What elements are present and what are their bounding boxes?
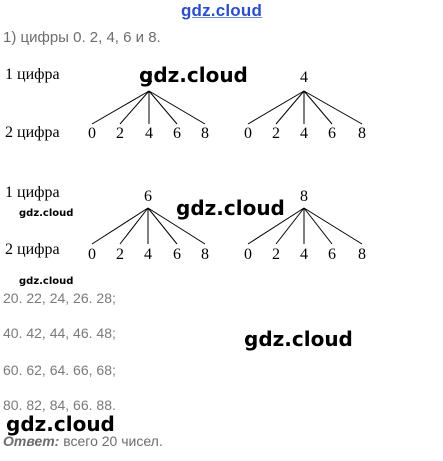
answer-line: Ответ: всего 20 чисел. bbox=[3, 433, 163, 449]
watermark-logo-small: gdz.cloud bbox=[19, 276, 74, 287]
tree-leaf-digit: 6 bbox=[328, 125, 336, 142]
tree-leaf-digit: 4 bbox=[144, 246, 152, 263]
second-digit-label-top: 2 цифра bbox=[5, 124, 60, 141]
tree-branch bbox=[91, 90, 150, 125]
first-digit-label-top: 1 цифра bbox=[5, 66, 60, 83]
tree-leaf-digit: 0 bbox=[88, 125, 96, 142]
tree-branch bbox=[303, 90, 333, 125]
tree-branch bbox=[148, 90, 206, 125]
tree-root-4: 4 0 2 4 6 8 bbox=[244, 69, 366, 142]
tree-root-digit: 8 bbox=[300, 188, 308, 205]
second-digit-label-bottom: 2 цифра bbox=[5, 241, 60, 258]
tree-branch bbox=[275, 207, 305, 245]
answer-label: Ответ: bbox=[3, 433, 60, 449]
tree-branch bbox=[247, 207, 305, 245]
tree-leaf-digit: 6 bbox=[173, 125, 181, 142]
tree-leaf-digit: 6 bbox=[328, 246, 336, 263]
first-digit-label-bottom: 1 цифра bbox=[5, 184, 60, 201]
tree-root-6: 6 0 2 4 6 8 bbox=[88, 188, 209, 263]
tree-leaf-digit: 4 bbox=[300, 125, 308, 142]
watermark-logo-small: gdz.cloud bbox=[19, 208, 74, 219]
tree-branch bbox=[303, 90, 363, 125]
tree-root-2: 2 0 2 4 6 8 bbox=[88, 69, 209, 142]
number-row-80s: 80. 82, 84, 66. 88. bbox=[3, 397, 116, 413]
tree-leaf-digit: 8 bbox=[358, 246, 366, 263]
tree-leaf-digit: 8 bbox=[358, 125, 366, 142]
tree-leaf-digit: 2 bbox=[116, 246, 124, 263]
watermark-logo: gdz.cloud bbox=[244, 327, 353, 351]
tree-leaf-digit: 8 bbox=[201, 246, 209, 263]
tree-branch bbox=[275, 90, 305, 125]
watermark-logo: gdz.cloud bbox=[139, 63, 248, 87]
tree-leaf-digit: 2 bbox=[272, 125, 280, 142]
number-row-60s: 60. 62, 64. 66, 68; bbox=[3, 362, 116, 378]
tree-branch bbox=[91, 207, 149, 245]
tree-leaf-digit: 0 bbox=[244, 125, 252, 142]
tree-leaf-digit: 4 bbox=[145, 125, 153, 142]
watermark-logo: gdz.cloud bbox=[176, 196, 285, 220]
tree-branch bbox=[147, 207, 178, 245]
tree-branch bbox=[147, 207, 206, 245]
tree-leaf-digit: 2 bbox=[116, 125, 124, 142]
intro-text: 1) цифры 0. 2, 4, 6 и 8. bbox=[3, 29, 161, 46]
tree-branch bbox=[303, 207, 363, 245]
tree-root-digit: 4 bbox=[300, 69, 308, 86]
site-title[interactable]: gdz.cloud bbox=[180, 1, 263, 20]
tree-branch bbox=[119, 207, 149, 245]
number-row-40s: 40. 42, 44, 46. 48; bbox=[3, 325, 116, 341]
watermark-logo: gdz.cloud bbox=[6, 412, 115, 436]
number-row-20s: 20. 22, 24, 26. 28; bbox=[3, 290, 116, 306]
tree-leaf-digit: 8 bbox=[201, 125, 209, 142]
tree-root-digit: 2 bbox=[145, 69, 153, 86]
tree-leaf-digit: 6 bbox=[173, 246, 181, 263]
tree-leaf-digit: 2 bbox=[272, 246, 280, 263]
tree-leaf-digit: 4 bbox=[300, 246, 308, 263]
tree-leaf-digit: 0 bbox=[88, 246, 96, 263]
tree-branch bbox=[148, 90, 178, 125]
tree-root-8: 8 0 2 4 6 8 bbox=[244, 188, 366, 263]
answer-text: всего 20 чисел. bbox=[59, 433, 163, 449]
tree-branch bbox=[303, 207, 333, 245]
tree-root-digit: 6 bbox=[144, 188, 152, 205]
tree-leaf-digit: 0 bbox=[244, 246, 252, 263]
tree-branch bbox=[247, 90, 305, 125]
tree-branch bbox=[119, 90, 150, 125]
